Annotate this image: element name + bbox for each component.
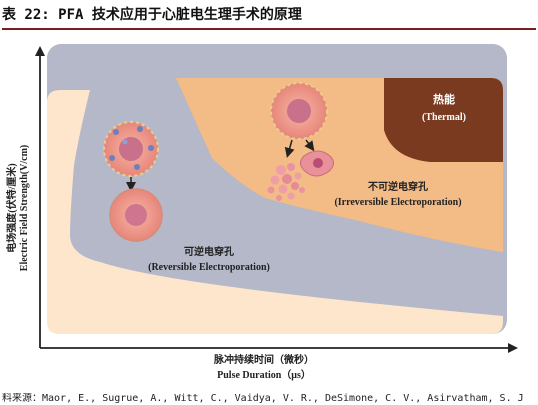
- reversible-region: [47, 90, 503, 334]
- cell-transition-arrow: [284, 139, 295, 158]
- thermal-label-cn: 热能: [433, 92, 455, 106]
- x-axis-label-cn: 脉冲持续时间（微秒）: [213, 353, 314, 366]
- y-axis-label-cn: 电场强度(伏特/厘米): [5, 163, 18, 252]
- y-axis-label-en: Electric Field Strength(V/cm): [19, 145, 30, 271]
- electroporation-diagram: 热能 (Thermal) 不可逆电穿孔 (Irreversible Electr…: [0, 30, 538, 388]
- shrunken-cell-icon: [300, 150, 334, 177]
- figure-caption: 表 22: PFA 技术应用于心脏电生理手术的原理: [2, 4, 536, 30]
- cell-transition-arrow: [304, 139, 315, 152]
- source-citation: 料来源：Maor, E., Sugrue, A., Witt, C., Vaid…: [2, 393, 524, 404]
- intact-cell-icon: [270, 82, 328, 140]
- recovered-cell-icon: [109, 188, 163, 242]
- thermal-label-en: (Thermal): [422, 112, 466, 123]
- permeabilized-cell-icon: [103, 121, 159, 177]
- thermal-region: [384, 78, 503, 162]
- x-axis-label-en: Pulse Duration（μs）: [217, 368, 311, 381]
- reversible-label-cn: 可逆电穿孔: [184, 245, 234, 258]
- reversible-label-en: (Reversible Electroporation): [148, 262, 270, 273]
- irreversible-label-cn: 不可逆电穿孔: [368, 180, 428, 193]
- fragmented-cell-icon: [267, 163, 305, 201]
- irreversible-label-en: (Irreversible Electroporation): [334, 197, 461, 208]
